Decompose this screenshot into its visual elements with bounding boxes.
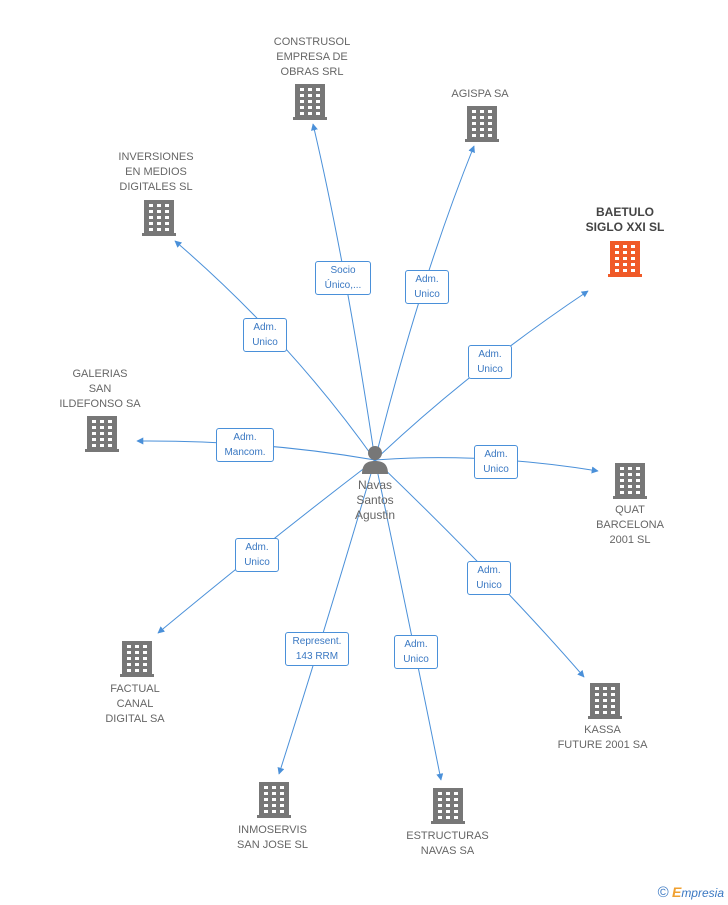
company-icon-agispa[interactable] xyxy=(465,106,499,142)
edge-inmoservis xyxy=(277,459,376,775)
relation-label-estructuras[interactable]: Adm. Unico xyxy=(394,635,438,669)
company-name: INVERSIONES EN MEDIOS DIGITALES SL xyxy=(118,151,194,193)
building-icon xyxy=(613,463,647,499)
brand-footer: © Empresia xyxy=(658,884,724,901)
company-icon-quat[interactable] xyxy=(613,463,647,499)
company-name: INMOSERVIS SAN JOSE SL xyxy=(237,824,308,851)
company-icon-estructuras[interactable] xyxy=(431,788,465,824)
company-name: QUAT BARCELONA 2001 SL xyxy=(596,504,664,546)
building-icon xyxy=(588,683,622,719)
copyright-icon: © xyxy=(657,884,669,901)
company-name: ESTRUCTURAS NAVAS SA xyxy=(406,830,489,857)
person-name: Navas Santos Agustin xyxy=(354,478,396,522)
company-label-baetulo[interactable]: BAETULO SIGLO XXI SL xyxy=(580,205,670,235)
building-icon xyxy=(120,641,154,677)
relation-label-galerias[interactable]: Adm. Mancom. xyxy=(216,428,274,462)
building-icon xyxy=(85,416,119,452)
center-person[interactable]: Navas Santos Agustin xyxy=(335,444,415,523)
building-icon xyxy=(293,84,327,120)
company-label-factual[interactable]: FACTUAL CANAL DIGITAL SA xyxy=(90,682,180,727)
company-label-galerias[interactable]: GALERIAS SAN ILDEFONSO SA xyxy=(55,367,145,412)
company-label-kassa[interactable]: KASSA FUTURE 2001 SA xyxy=(555,723,650,753)
company-icon-baetulo[interactable] xyxy=(608,241,642,277)
company-name: FACTUAL CANAL DIGITAL SA xyxy=(105,683,165,725)
building-icon xyxy=(465,106,499,142)
person-icon xyxy=(362,446,388,474)
company-label-estructuras[interactable]: ESTRUCTURAS NAVAS SA xyxy=(400,829,495,859)
edge-estructuras xyxy=(374,459,444,781)
brand-name: mpresia xyxy=(681,886,724,900)
company-icon-inmoservis[interactable] xyxy=(257,782,291,818)
relation-label-quat[interactable]: Adm. Unico xyxy=(474,445,518,479)
relation-label-baetulo[interactable]: Adm. Unico xyxy=(468,345,512,379)
relation-label-inversiones[interactable]: Adm. Unico xyxy=(243,318,287,352)
company-name: CONSTRUSOL EMPRESA DE OBRAS SRL xyxy=(273,36,351,78)
company-name: KASSA FUTURE 2001 SA xyxy=(557,724,648,751)
company-label-quat[interactable]: QUAT BARCELONA 2001 SL xyxy=(585,503,675,548)
relation-label-construsol[interactable]: Socio Único,... xyxy=(315,261,371,295)
company-name: AGISPA SA xyxy=(451,88,509,100)
company-icon-galerias[interactable] xyxy=(85,416,119,452)
company-icon-kassa[interactable] xyxy=(588,683,622,719)
company-icon-inversiones[interactable] xyxy=(142,200,176,236)
company-name: GALERIAS SAN ILDEFONSO SA xyxy=(59,368,141,410)
building-icon xyxy=(142,200,176,236)
company-label-construsol[interactable]: CONSTRUSOL EMPRESA DE OBRAS SRL xyxy=(272,35,352,80)
company-icon-construsol[interactable] xyxy=(293,84,327,120)
building-icon xyxy=(431,788,465,824)
relation-label-inmoservis[interactable]: Represent. 143 RRM xyxy=(285,632,349,666)
company-icon-factual[interactable] xyxy=(120,641,154,677)
company-name: BAETULO SIGLO XXI SL xyxy=(585,205,665,234)
building-icon xyxy=(608,241,642,277)
building-icon xyxy=(257,782,291,818)
company-label-inmoservis[interactable]: INMOSERVIS SAN JOSE SL xyxy=(225,823,320,853)
relation-label-factual[interactable]: Adm. Unico xyxy=(235,538,279,572)
relation-label-kassa[interactable]: Adm. Unico xyxy=(467,561,511,595)
relation-label-agispa[interactable]: Adm. Unico xyxy=(405,270,449,304)
company-label-agispa[interactable]: AGISPA SA xyxy=(440,87,520,102)
brand-initial: E xyxy=(671,884,682,900)
company-label-inversiones[interactable]: INVERSIONES EN MEDIOS DIGITALES SL xyxy=(110,150,202,195)
